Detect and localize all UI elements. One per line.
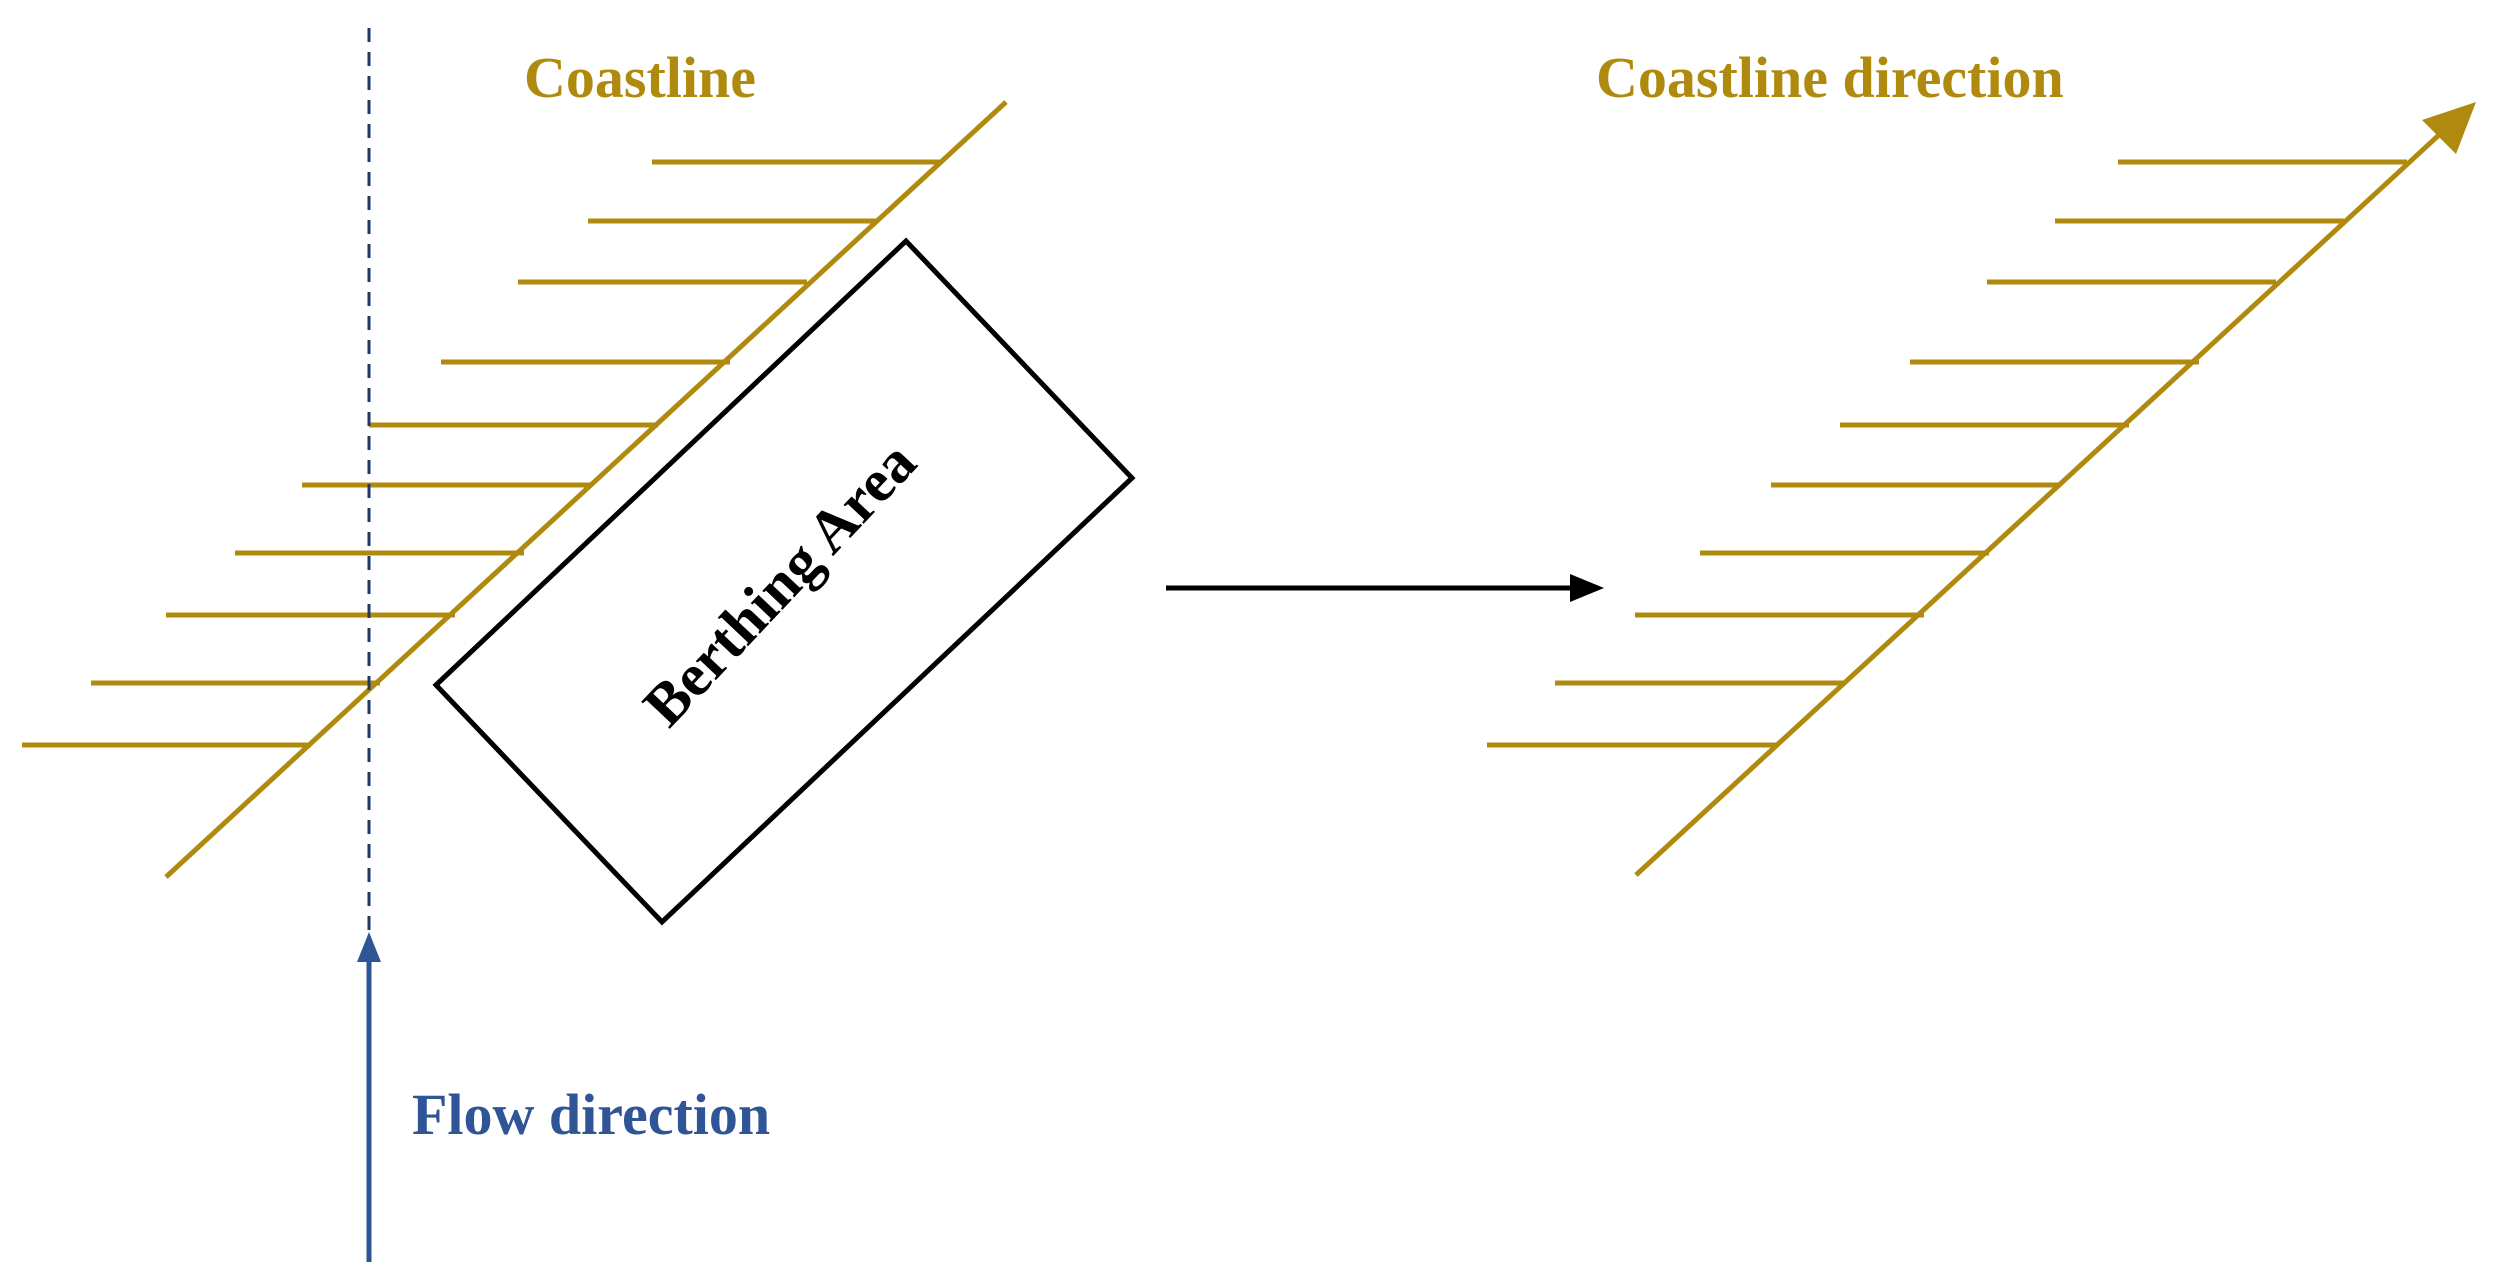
coastline-direction-arrowhead [2422, 102, 2476, 154]
right-coastline [1487, 132, 2442, 877]
transform-arrow [1166, 574, 1604, 602]
right-coastline-main-line [1634, 132, 2442, 877]
berthing-area-box [432, 237, 1136, 926]
flow-arrow [357, 932, 381, 1262]
coastline-direction-label: Coastline direction [1596, 45, 2064, 110]
left-coastline-main-line [164, 100, 1008, 879]
coastline-label: Coastline [524, 45, 756, 110]
flow-direction-label: Flow direction [412, 1082, 770, 1147]
left-coastline [22, 100, 1008, 879]
